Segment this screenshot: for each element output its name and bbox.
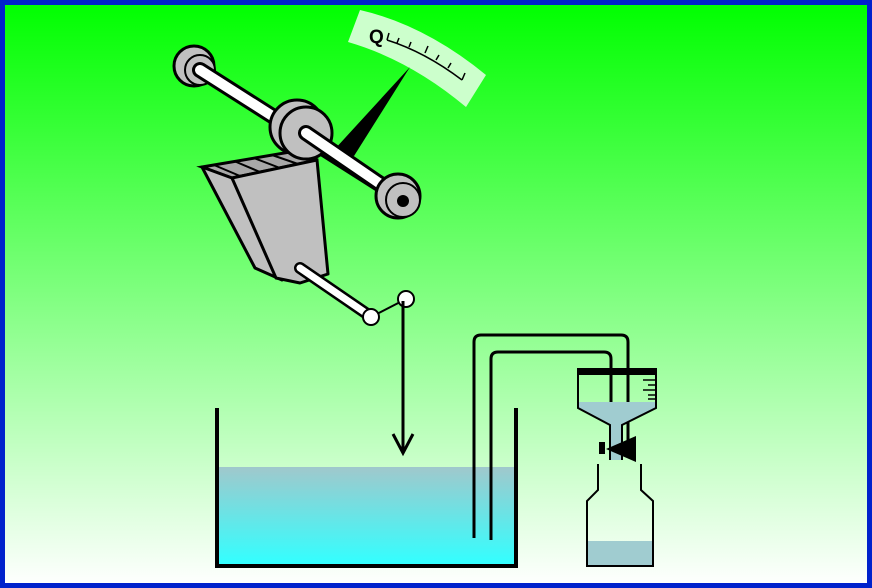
inner-tube bbox=[489, 350, 613, 540]
down-arrow-icon bbox=[391, 301, 415, 457]
valve-icon[interactable] bbox=[599, 436, 636, 462]
dial-ticks bbox=[386, 32, 466, 81]
hub-gear bbox=[268, 98, 422, 220]
bucket-wheel bbox=[196, 150, 330, 285]
water-tank bbox=[215, 408, 518, 568]
dial-scale: Q bbox=[348, 10, 486, 107]
dial-needle bbox=[334, 67, 410, 156]
dial-label: Q bbox=[369, 27, 384, 48]
dial-scale-line bbox=[386, 39, 463, 81]
measuring-funnel bbox=[577, 368, 657, 460]
outer-tube bbox=[472, 333, 630, 538]
tank-water bbox=[219, 467, 514, 564]
lever-arm bbox=[294, 262, 415, 326]
collection-bottle bbox=[586, 464, 654, 567]
funnel-graduations bbox=[643, 379, 655, 400]
